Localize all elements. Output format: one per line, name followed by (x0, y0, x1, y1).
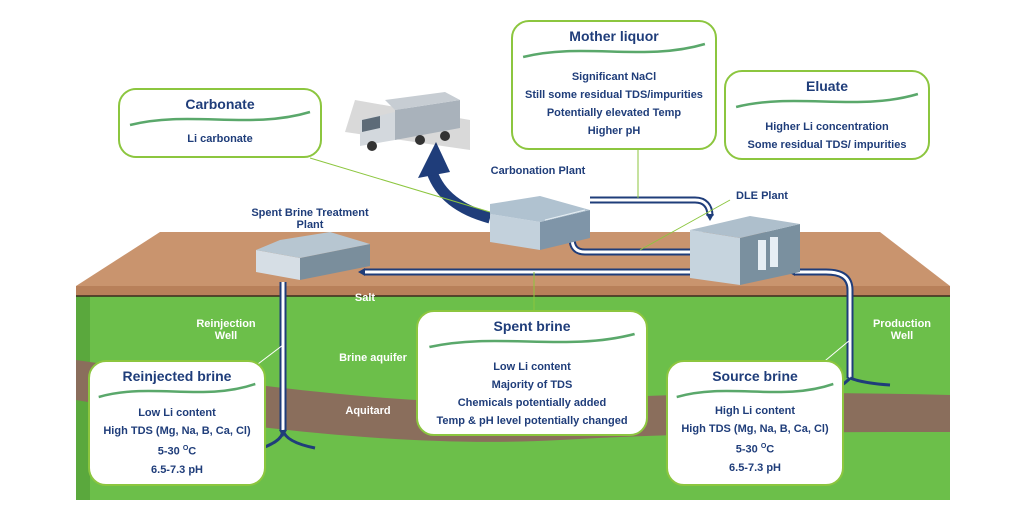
spent-brine-plant-label-1: Spent Brine Treatment (251, 207, 369, 219)
spent-brine-line: Majority of TDS (491, 379, 573, 391)
spent-brine-box-header: Spent brine (418, 312, 646, 352)
reinjected-brine-temp: 5-30 OC (90, 440, 264, 461)
mother-liquor-line: Significant NaCl (571, 71, 657, 83)
carbonate-box-header: Carbonate (120, 90, 320, 130)
arrow-spent (358, 268, 365, 276)
eluate-box: Eluate Higher Li concentration Some resi… (724, 70, 930, 160)
degree-mark: O (182, 445, 189, 452)
eluate-line: Some residual TDS/ impurities (747, 139, 907, 151)
pipe-carb-to-dle (590, 196, 714, 217)
temp-unit: C (766, 443, 775, 456)
aquitard-label: Aquitard (345, 405, 391, 417)
dle-plant-building (690, 216, 800, 285)
source-brine-lines: High Li content High TDS (Mg, Na, B, Ca,… (668, 402, 842, 477)
carbonate-lines: Li carbonate (120, 130, 320, 148)
temp-unit: C (188, 445, 197, 458)
spent-brine-plant-label-2: Plant (296, 219, 324, 231)
mother-liquor-box-header: Mother liquor (513, 22, 715, 62)
mother-liquor-line: Higher pH (587, 125, 641, 137)
degree-mark: O (760, 443, 767, 450)
salt-label: Salt (354, 292, 376, 304)
brine-aquifer-label: Brine aquifer (339, 352, 407, 364)
carbonate-box: Carbonate Li carbonate (118, 88, 322, 158)
eluate-lines: Higher Li concentration Some residual TD… (726, 112, 928, 154)
reinjected-brine-line: High TDS (Mg, Na, B, Ca, Cl) (103, 425, 251, 437)
product-arrow-head (418, 142, 450, 178)
pipes (257, 196, 891, 452)
production-well-label-2: Well (890, 330, 914, 342)
mother-liquor-line: Potentially elevated Temp (546, 107, 682, 119)
source-brine-line: High Li content (714, 405, 796, 417)
reinjected-brine-box-header: Reinjected brine (90, 362, 264, 402)
source-brine-title: Source brine (712, 368, 798, 384)
eluate-title: Eluate (805, 78, 848, 94)
leader-carbonate (309, 157, 491, 213)
reinjected-brine-lines: Low Li content High TDS (Mg, Na, B, Ca, … (90, 402, 264, 479)
spent-brine-line: Chemicals potentially added (457, 397, 607, 409)
mother-liquor-title: Mother liquor (569, 28, 659, 44)
production-well-label-1: Production (872, 318, 932, 330)
reinjected-brine-title: Reinjected brine (122, 368, 232, 384)
source-brine-box: Source brine High Li content High TDS (M… (666, 360, 844, 486)
truck-icon (345, 92, 470, 151)
spent-brine-box: Spent brine Low Li content Majority of T… (416, 310, 648, 436)
spent-brine-line: Low Li content (493, 361, 571, 373)
carbonate-title: Carbonate (185, 96, 255, 112)
spent-brine-line: Temp & pH level potentially changed (436, 415, 628, 427)
reinjection-well-label-2: Well (214, 330, 238, 342)
source-brine-temp: 5-30 OC (668, 438, 842, 459)
source-brine-ph: 6.5-7.3 pH (729, 461, 781, 474)
carbonation-plant-building (490, 196, 590, 250)
arrow-dle-in (706, 214, 714, 221)
mother-liquor-box: Mother liquor Significant NaCl Still som… (511, 20, 717, 150)
spent-brine-lines: Low Li content Majority of TDS Chemicals… (418, 352, 646, 430)
spent-brine-plant-building (256, 232, 370, 280)
reinjected-brine-box: Reinjected brine Low Li content High TDS… (88, 360, 266, 486)
reinjected-brine-ph: 6.5-7.3 pH (151, 463, 203, 476)
spent-brine-title: Spent brine (493, 318, 571, 334)
temp-value: 5-30 (157, 445, 183, 458)
reinjection-well-label-1: Reinjection (196, 318, 256, 330)
carbonate-line: Li carbonate (187, 133, 253, 145)
source-brine-line: High TDS (Mg, Na, B, Ca, Cl) (681, 423, 829, 435)
surface-edge (76, 286, 950, 296)
source-brine-box-header: Source brine (668, 362, 842, 402)
reinjected-brine-line: Low Li content (138, 407, 216, 419)
product-arrow (426, 169, 492, 224)
eluate-line: Higher Li concentration (765, 121, 889, 133)
dle-plant-label: DLE Plant (736, 190, 788, 202)
mother-liquor-line: Still some residual TDS/impurities (525, 89, 703, 101)
temp-value: 5-30 (735, 443, 761, 456)
mother-liquor-lines: Significant NaCl Still some residual TDS… (513, 62, 715, 140)
eluate-box-header: Eluate (726, 72, 928, 112)
leader-eluate (639, 199, 731, 251)
arrow-reinject (279, 430, 287, 437)
carbonation-plant-label: Carbonation Plant (490, 165, 586, 177)
